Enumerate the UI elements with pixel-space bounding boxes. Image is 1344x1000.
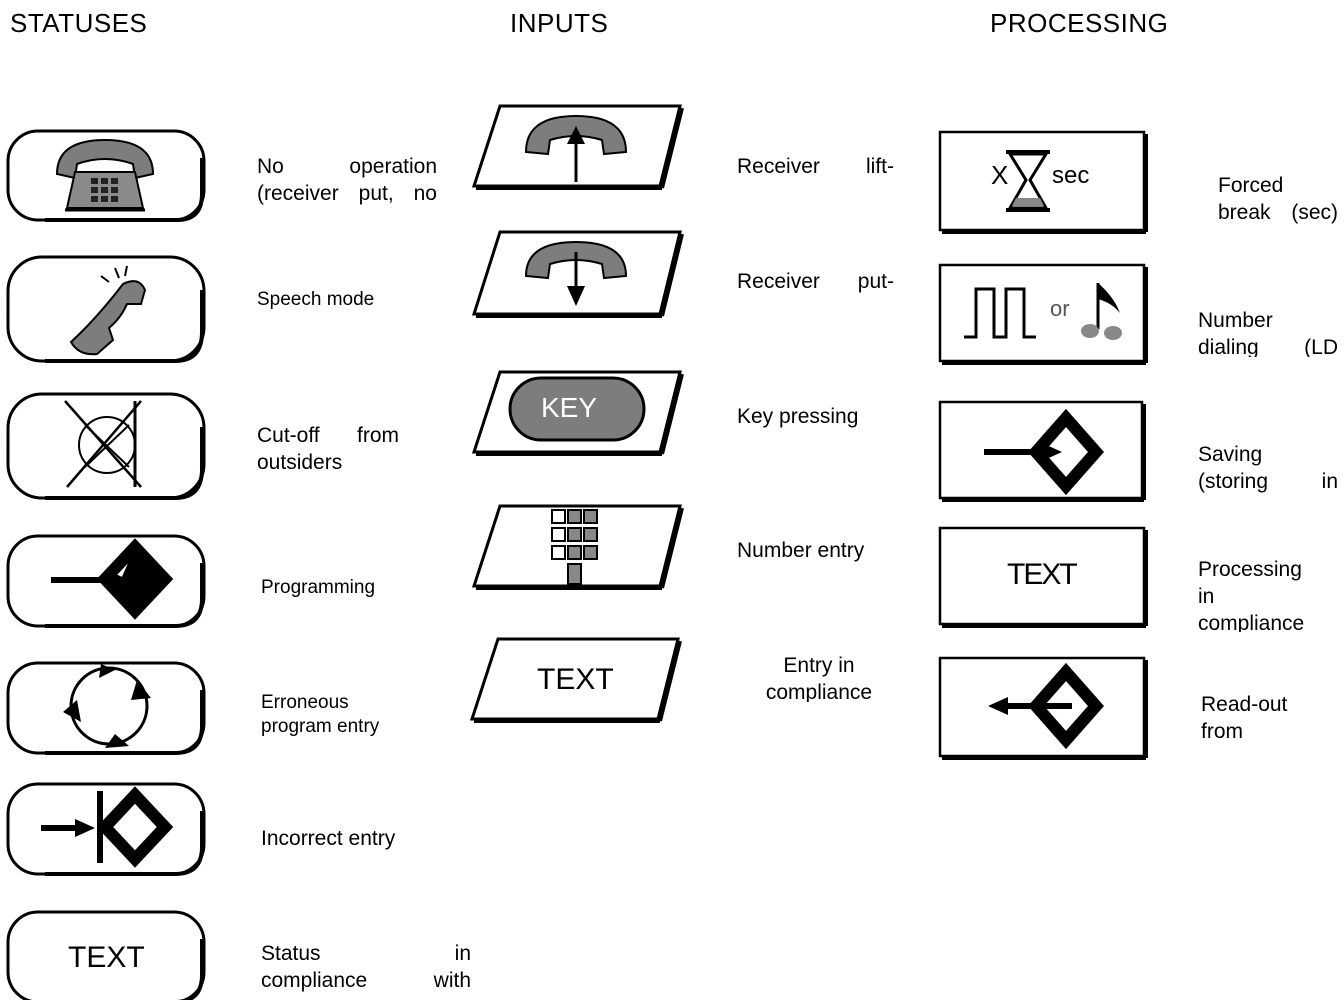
- blocked-arrow-icon: [41, 786, 174, 868]
- process-label-read-out: Read-out from: [1201, 691, 1341, 747]
- input-label-line: Receiver lift-: [737, 155, 894, 178]
- process-forced-break: [938, 130, 1150, 236]
- input-label-line: Key pressing: [737, 405, 859, 428]
- process-label-line: in: [1198, 585, 1215, 608]
- process-label-line: (storing in: [1198, 470, 1338, 493]
- save-arrow-icon: [984, 408, 1105, 496]
- status-label-line: compliance with: [261, 969, 471, 992]
- status-speech-mode: [5, 254, 207, 366]
- key-icon: [508, 376, 646, 442]
- input-key: [470, 368, 686, 458]
- process-label-number-dialing: Number dialing (LD: [1198, 307, 1338, 357]
- circular-arrows-icon: [63, 664, 151, 748]
- input-label-receiver-lift: Receiver lift-: [737, 153, 894, 181]
- status-label-line: outsiders: [257, 451, 343, 474]
- status-no-operation: [5, 128, 207, 224]
- status-incorrect-entry: [5, 781, 207, 879]
- receiver-put-icon: [524, 240, 628, 306]
- input-label-text: Entry in compliance: [740, 652, 898, 702]
- process-saving: [938, 400, 1148, 504]
- handset-ringing-icon: [69, 265, 147, 356]
- input-label-number-entry: Number entry: [737, 537, 907, 565]
- input-receiver-lift: [470, 102, 686, 192]
- program-arrow-icon: [51, 538, 174, 620]
- input-label-receiver-put: Receiver put-: [737, 268, 894, 296]
- input-text: [468, 635, 684, 725]
- process-label-line: dialing (LD: [1198, 336, 1338, 357]
- status-label-speech-mode: Speech mode: [257, 288, 427, 314]
- status-label-line: Erroneous: [261, 692, 349, 713]
- crossed-circle-icon: [64, 400, 142, 488]
- status-label-line: Programming: [261, 577, 376, 598]
- process-label-line: Forced: [1218, 174, 1284, 197]
- receiver-lift-icon: [524, 114, 628, 182]
- process-label-line: Saving: [1198, 443, 1263, 466]
- input-label-line: Entry in: [783, 654, 855, 677]
- pulse-or-tone-icon: [964, 283, 1122, 340]
- process-label-line: Read-out: [1201, 693, 1288, 716]
- hourglass-icon: [1006, 150, 1050, 212]
- status-label-line: No operation: [257, 155, 437, 178]
- keypad-icon: [551, 509, 598, 585]
- process-label-text: Processing in compliance: [1198, 556, 1338, 632]
- process-label-line: Processing: [1198, 558, 1302, 581]
- status-label-line: Speech mode: [257, 289, 375, 310]
- status-label-incorrect-entry: Incorrect entry: [261, 825, 481, 853]
- status-cut-off: [5, 391, 207, 503]
- inputs-header: INPUTS: [510, 8, 609, 38]
- status-label-erroneous-entry: Erroneous program entry: [261, 691, 441, 739]
- status-label-line: Incorrect entry: [261, 827, 396, 850]
- input-number-entry: [470, 502, 686, 592]
- process-label-forced-break: Forced break (sec): [1218, 172, 1338, 224]
- status-text: [5, 909, 207, 1000]
- process-label-line: Number: [1198, 309, 1273, 332]
- process-label-saving: Saving (storing in: [1198, 441, 1338, 493]
- status-erroneous-entry: [5, 660, 207, 758]
- status-label-programming: Programming: [261, 576, 441, 602]
- status-label-line: Cut-off from: [257, 424, 399, 447]
- input-label-line: compliance: [765, 681, 873, 702]
- input-receiver-put: [470, 228, 686, 320]
- processing-header: PROCESSING: [990, 8, 1169, 38]
- status-label-line: Status in: [261, 942, 471, 965]
- process-read-out: [938, 656, 1150, 762]
- status-label-cut-off: Cut-off from outsiders: [257, 422, 399, 476]
- telephone-icon: [55, 138, 155, 212]
- input-label-line: Number entry: [737, 539, 865, 562]
- input-label-line: Receiver put-: [737, 270, 894, 293]
- process-label-line: from: [1201, 720, 1243, 743]
- readout-arrow-icon: [988, 662, 1105, 750]
- input-label-key: Key pressing: [737, 403, 907, 431]
- status-programming: [5, 533, 207, 631]
- status-label-text: Status in compliance with: [261, 940, 471, 996]
- statuses-header: STATUSES: [10, 8, 148, 38]
- process-label-line: break (sec): [1218, 201, 1338, 224]
- status-label-line: program entry: [261, 716, 380, 737]
- status-label-no-operation: No operation (receiver put, no: [257, 153, 437, 205]
- process-label-line: compliance: [1198, 612, 1305, 632]
- process-number-dialing: [938, 263, 1150, 367]
- status-label-line: (receiver put, no: [257, 182, 437, 205]
- process-text: [938, 526, 1150, 630]
